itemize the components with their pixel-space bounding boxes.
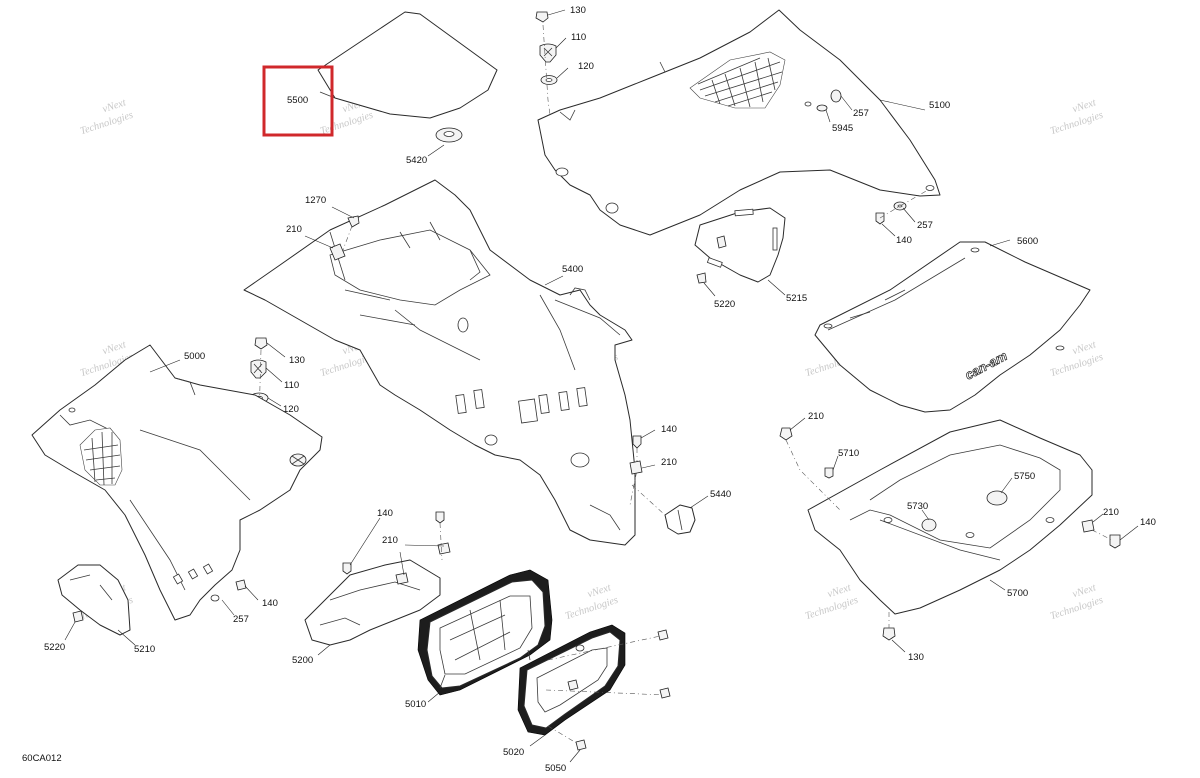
part-5600-lid: can-am	[814, 239, 1091, 413]
part-5000-cowl	[31, 344, 323, 621]
callout-5020: 5020	[503, 747, 524, 758]
callout-120: 120	[578, 61, 594, 72]
callout-140: 140	[377, 508, 393, 519]
callout-5050: 5050	[545, 763, 566, 774]
part-5100-cowl	[537, 9, 941, 236]
callout-140: 140	[661, 424, 677, 435]
mesh-grille-5000	[83, 431, 121, 486]
callout-140: 140	[1140, 517, 1156, 528]
callout-5220: 5220	[714, 299, 735, 310]
callout-210: 210	[808, 411, 824, 422]
callout-5945: 5945	[832, 123, 853, 134]
callout-110: 110	[571, 32, 586, 43]
callout-5710: 5710	[838, 448, 859, 459]
mesh-grille-5100	[697, 57, 783, 108]
callout-140: 140	[896, 235, 912, 246]
part-5215-cover	[694, 207, 786, 297]
callout-5100: 5100	[929, 100, 950, 111]
fasteners-5000-bottom	[221, 579, 259, 616]
callout-5750: 5750	[1014, 471, 1035, 482]
part-5020-bezel	[427, 624, 671, 763]
callout-210: 210	[286, 224, 302, 235]
callout-130: 130	[570, 5, 586, 16]
callout-5420: 5420	[406, 155, 427, 166]
callout-210: 210	[382, 535, 398, 546]
callout-5600: 5600	[1017, 236, 1038, 247]
callout-257: 257	[917, 220, 933, 231]
callout-5500: 5500	[287, 95, 308, 106]
callout-210: 210	[661, 457, 677, 468]
callout-5700: 5700	[1007, 588, 1028, 599]
callout-5730: 5730	[907, 501, 928, 512]
part-5210-cover	[57, 564, 136, 646]
part-5200-bracket	[304, 511, 451, 656]
part-5420-grommet	[427, 127, 463, 157]
callout-5215: 5215	[786, 293, 807, 304]
callout-5000: 5000	[184, 351, 205, 362]
callout-130: 130	[908, 652, 924, 663]
callout-1270: 1270	[305, 195, 326, 206]
callout-labels: 5500 5420 130 110 120 257 5945 5100 257 …	[22, 5, 1156, 774]
callout-140: 140	[262, 598, 278, 609]
callout-257: 257	[853, 108, 869, 119]
callout-5010: 5010	[405, 699, 426, 710]
fastener-stack-top	[535, 9, 569, 161]
part-5400-body	[243, 179, 636, 546]
callout-5210: 5210	[134, 644, 155, 655]
fasteners-5400	[304, 206, 656, 506]
callout-110: 110	[284, 380, 299, 391]
part-5010-housing	[417, 569, 553, 696]
callout-210: 210	[1103, 507, 1119, 518]
callout-5440: 5440	[710, 489, 731, 500]
part-5440-cap	[631, 484, 709, 535]
callout-5400: 5400	[562, 264, 583, 275]
callout-5220: 5220	[44, 642, 65, 653]
callout-257: 257	[233, 614, 249, 625]
part-5700-tray	[779, 417, 1139, 653]
highlight-box-5500	[262, 65, 334, 137]
diagram-code: 60CA012	[22, 753, 62, 764]
part-5500-panel	[317, 11, 498, 119]
callout-5200: 5200	[292, 655, 313, 666]
callout-120: 120	[283, 404, 299, 415]
callout-130: 130	[289, 355, 305, 366]
fasteners-5100	[816, 89, 929, 237]
